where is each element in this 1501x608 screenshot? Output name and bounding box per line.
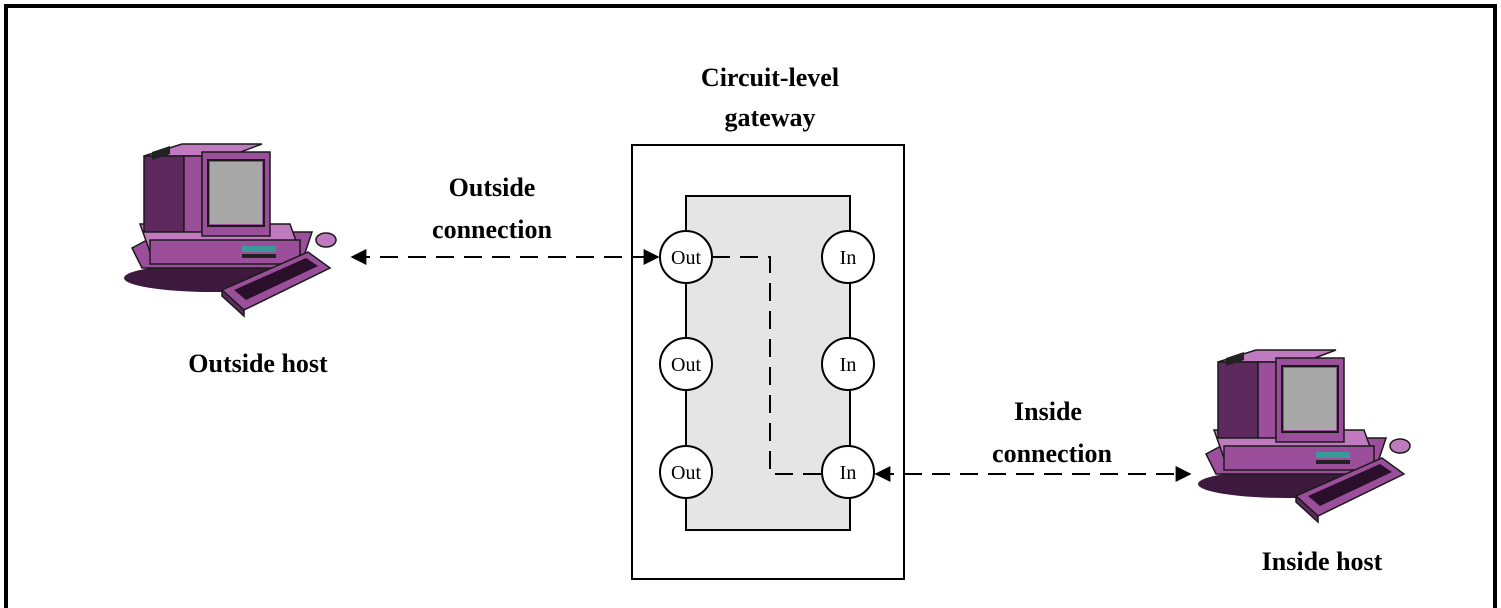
out-port-2: Out xyxy=(659,337,713,391)
outside-connection-label-line2: connection xyxy=(432,215,552,244)
in-port-2: In xyxy=(821,337,875,391)
in-port-1: In xyxy=(821,230,875,284)
inside-host-computer-icon xyxy=(1197,349,1411,523)
out-port-1: Out xyxy=(659,230,713,284)
diagram-frame xyxy=(4,4,1497,608)
in-port-2-label: In xyxy=(840,354,857,376)
internal-relay-path xyxy=(712,256,822,475)
inside-host-label: Inside host xyxy=(1262,547,1383,576)
outside-host-label: Outside host xyxy=(188,349,328,378)
in-port-3-label: In xyxy=(840,462,857,484)
out-port-3-label: Out xyxy=(671,462,701,484)
inside-connection-label-line2: connection xyxy=(992,439,1112,468)
gateway-title-line1: Circuit-level xyxy=(701,63,839,92)
out-port-2-label: Out xyxy=(671,354,701,376)
inside-connection-label-line1: Inside xyxy=(1014,397,1082,426)
outside-connection-label-line1: Outside xyxy=(449,173,536,202)
out-port-1-label: Out xyxy=(671,247,701,269)
out-port-3: Out xyxy=(659,445,713,499)
gateway-title-line2: gateway xyxy=(725,103,816,132)
in-port-3: In xyxy=(821,445,875,499)
outside-host-computer-icon xyxy=(123,143,337,317)
in-port-1-label: In xyxy=(840,247,857,269)
